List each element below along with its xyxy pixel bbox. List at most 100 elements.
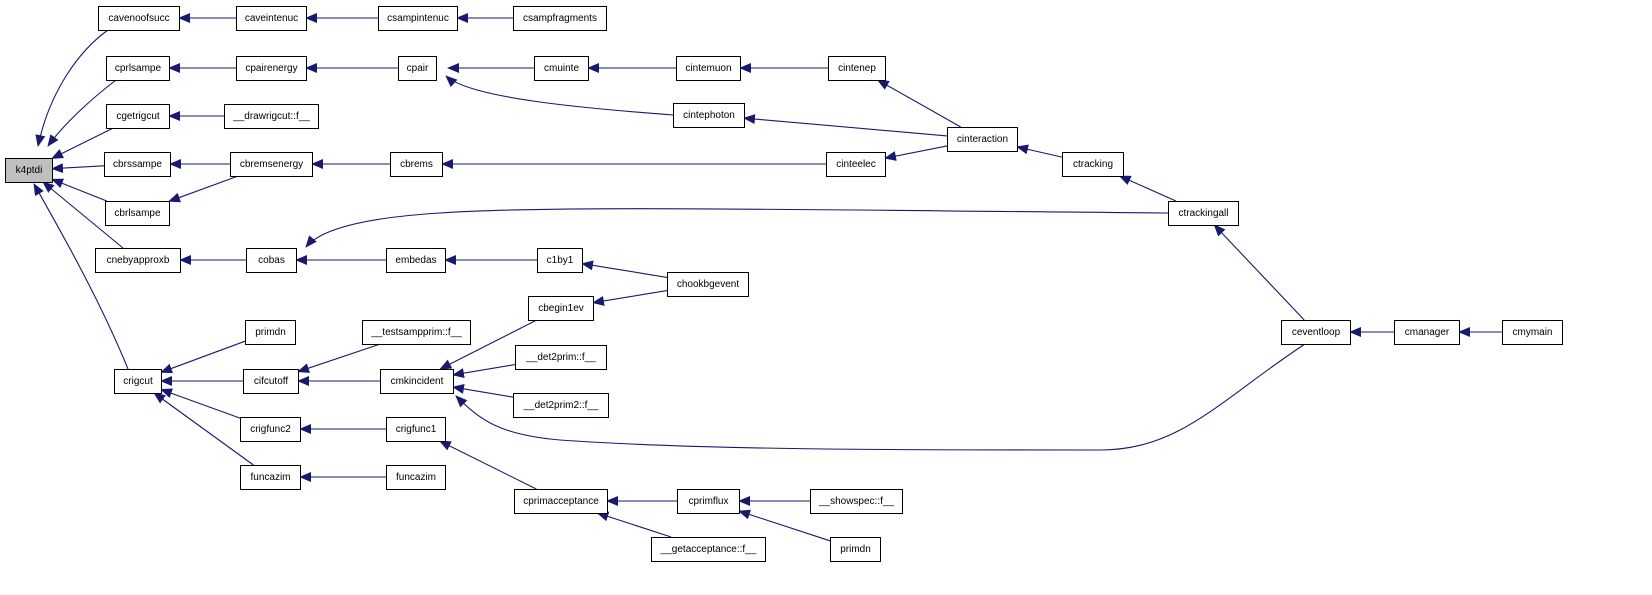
node-cnebyapproxb[interactable]: cnebyapproxb xyxy=(95,248,181,273)
node-cpair[interactable]: cpair xyxy=(398,56,437,81)
node-label: cbrlsampe xyxy=(114,208,161,219)
node-label: cobas xyxy=(258,255,285,266)
node-cmanager[interactable]: cmanager xyxy=(1394,320,1460,345)
node-label: cifcutoff xyxy=(254,376,288,387)
node-primdn2[interactable]: primdn xyxy=(830,537,881,562)
node-label: funcazim xyxy=(396,472,436,483)
edge-primdn1-to-crigcut xyxy=(160,340,246,374)
node-label: crigfunc2 xyxy=(250,424,291,435)
node-cinteelec[interactable]: cinteelec xyxy=(826,152,886,177)
node-box xyxy=(105,201,170,226)
node-crigfunc1[interactable]: crigfunc1 xyxy=(386,417,446,442)
edge-cavenoofsucc-to-k4ptdi xyxy=(35,29,109,147)
node-cpairenergy[interactable]: cpairenergy xyxy=(236,56,307,81)
node-testsampprim[interactable]: __testsampprim::f__ xyxy=(362,320,471,345)
function-nodes: k4ptdi cavenoofsucc caveintenuc csampintenu… xyxy=(5,6,1563,562)
node-cbremsenergy[interactable]: cbremsenergy xyxy=(230,152,313,177)
node-csampfragments[interactable]: csampfragments xyxy=(513,6,607,31)
node-ceventloop[interactable]: ceventloop xyxy=(1281,320,1351,345)
node-box xyxy=(106,104,170,129)
node-cbrems[interactable]: cbrems xyxy=(390,152,443,177)
node-label: cbremsenergy xyxy=(240,159,303,170)
node-box xyxy=(947,127,1018,152)
node-primdn1[interactable]: primdn xyxy=(245,320,296,345)
node-showspec[interactable]: __showspec::f__ xyxy=(810,489,903,514)
edge-ctrackingall-to-cobas xyxy=(305,208,1169,248)
node-label: crigfunc1 xyxy=(396,424,437,435)
node-box xyxy=(240,465,301,490)
node-label: __det2prim::f__ xyxy=(525,352,596,363)
node-cprlsampe[interactable]: cprlsampe xyxy=(106,56,170,81)
node-label: cmkincident xyxy=(391,376,444,387)
node-label: funcazim xyxy=(250,472,290,483)
node-ctracking[interactable]: ctracking xyxy=(1062,152,1124,177)
node-box xyxy=(513,393,609,418)
node-cprimacceptance[interactable]: cprimacceptance xyxy=(514,489,608,514)
node-label: ctrackingall xyxy=(1178,208,1228,219)
edge-cbrssampe-to-k4ptdi xyxy=(51,163,105,174)
node-box xyxy=(224,104,319,129)
node-label: cbrems xyxy=(400,159,433,170)
node-cprimflux[interactable]: cprimflux xyxy=(677,489,740,514)
node-csampintenuc[interactable]: csampintenuc xyxy=(378,6,458,31)
node-drawrigcut[interactable]: __drawrigcut::f__ xyxy=(224,104,319,129)
node-cinteraction[interactable]: cinteraction xyxy=(947,127,1018,152)
node-embedas[interactable]: embedas xyxy=(386,248,446,273)
edge-chookbgevent-to-cbegin1ev xyxy=(592,290,668,306)
edge-cinteraction-to-cinteelec xyxy=(884,145,948,161)
node-getacceptance[interactable]: __getacceptance::f__ xyxy=(651,537,766,562)
node-box xyxy=(826,152,886,177)
edge-ctracking-to-cinteraction xyxy=(1016,144,1063,158)
node-label: primdn xyxy=(255,327,286,338)
node-cgetrigcut[interactable]: cgetrigcut xyxy=(106,104,170,129)
node-crigcut[interactable]: crigcut xyxy=(114,369,162,394)
node-c1by1[interactable]: c1by1 xyxy=(537,248,583,273)
node-crigfunc2[interactable]: crigfunc2 xyxy=(240,417,301,442)
node-label: cpairenergy xyxy=(245,63,297,74)
node-ctrackingall[interactable]: ctrackingall xyxy=(1168,201,1239,226)
node-cobas[interactable]: cobas xyxy=(246,248,297,273)
node-box xyxy=(243,369,299,394)
node-box xyxy=(673,103,745,128)
node-k4ptdi[interactable]: k4ptdi xyxy=(5,158,53,183)
node-label: cintenep xyxy=(838,63,876,74)
node-funcazim2[interactable]: funcazim xyxy=(386,465,446,490)
node-chookbgevent[interactable]: chookbgevent xyxy=(667,272,749,297)
node-cmuinte[interactable]: cmuinte xyxy=(534,56,589,81)
node-cmymain[interactable]: cmymain xyxy=(1502,320,1563,345)
node-label: __det2prim2::f__ xyxy=(522,400,598,411)
node-cintemuon[interactable]: cintemuon xyxy=(676,56,741,81)
node-cmkincident[interactable]: cmkincident xyxy=(380,369,454,394)
node-box xyxy=(1281,320,1351,345)
node-det2prim2[interactable]: __det2prim2::f__ xyxy=(513,393,609,418)
edge-getacceptance-to-cprimacceptance xyxy=(596,511,672,538)
node-label: cinteelec xyxy=(836,159,875,170)
node-funcazim1[interactable]: funcazim xyxy=(240,465,301,490)
node-label: crigcut xyxy=(123,376,153,387)
node-box xyxy=(386,465,446,490)
node-caveintenuc[interactable]: caveintenuc xyxy=(236,6,307,31)
node-cbegin1ev[interactable]: cbegin1ev xyxy=(528,296,594,321)
node-det2prim[interactable]: __det2prim::f__ xyxy=(515,345,607,370)
node-cifcutoff[interactable]: cifcutoff xyxy=(243,369,299,394)
edge-cnebyapproxb-to-k4ptdi xyxy=(42,181,124,249)
edge-det2prim-to-cmkincident xyxy=(452,364,516,379)
node-cintenep[interactable]: cintenep xyxy=(828,56,886,81)
node-cbrssampe[interactable]: cbrssampe xyxy=(104,152,171,177)
edge-cgetrigcut-to-k4ptdi xyxy=(51,127,114,159)
node-label: cintephoton xyxy=(683,110,735,121)
node-cintephoton[interactable]: cintephoton xyxy=(673,103,745,128)
node-cbrlsampe[interactable]: cbrlsampe xyxy=(105,201,170,226)
node-label: __drawrigcut::f__ xyxy=(232,111,310,122)
node-box xyxy=(246,248,297,273)
node-box xyxy=(515,345,607,370)
node-box xyxy=(1502,320,1563,345)
node-box xyxy=(236,6,307,31)
node-cavenoofsucc[interactable]: cavenoofsucc xyxy=(98,6,180,31)
node-box xyxy=(830,537,881,562)
node-label: cmymain xyxy=(1512,327,1552,338)
node-box xyxy=(528,296,594,321)
node-label: csampintenuc xyxy=(387,13,449,24)
edge-det2prim2-to-cmkincident xyxy=(452,383,514,398)
node-box xyxy=(95,248,181,273)
